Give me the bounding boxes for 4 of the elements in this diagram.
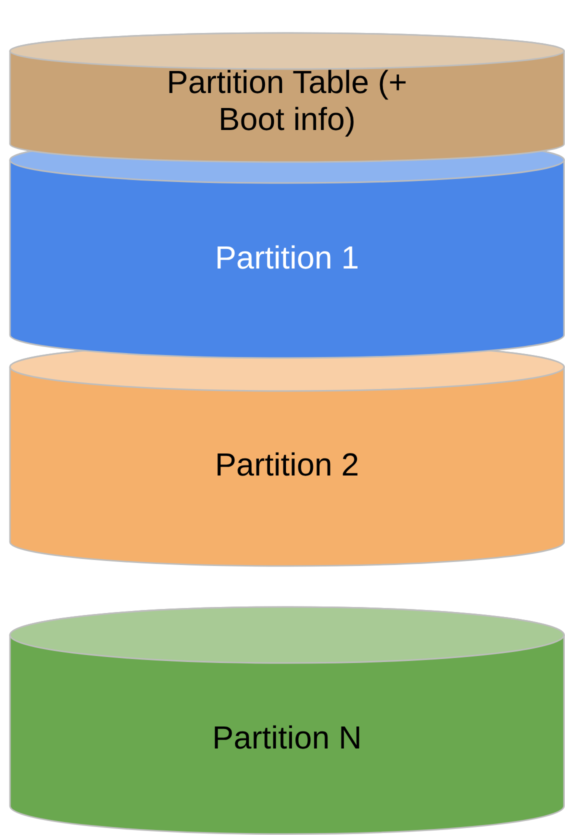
partition-label: Partition 1: [214, 240, 360, 276]
partition-label: Partition 2: [214, 446, 360, 484]
partition-label: Partition Table (+ Boot info): [166, 64, 408, 138]
partition-label: Partition N: [211, 720, 363, 756]
